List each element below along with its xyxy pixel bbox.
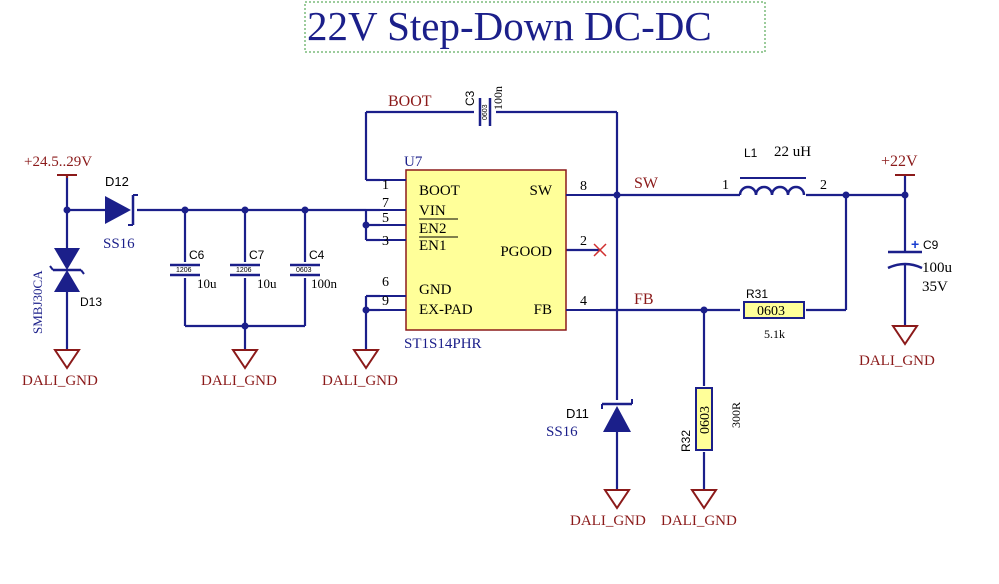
schematic-title: 22V Step-Down DC-DC <box>307 3 712 49</box>
svg-text:6: 6 <box>382 275 389 290</box>
svg-text:5.1k: 5.1k <box>764 327 785 341</box>
net-label-boot: BOOT <box>388 93 432 110</box>
svg-text:DALI_GND: DALI_GND <box>570 513 646 529</box>
gnd-symbol-4: DALI_GND <box>570 489 646 529</box>
svg-text:5: 5 <box>382 211 389 226</box>
net-label-fb: FB <box>634 291 654 308</box>
gnd-symbol-3: DALI_GND <box>322 349 398 389</box>
svg-text:100n: 100n <box>491 86 505 110</box>
svg-text:4: 4 <box>580 294 587 309</box>
svg-text:DALI_GND: DALI_GND <box>322 373 398 389</box>
capacitor-c9: + C9 100u 35V <box>887 236 953 295</box>
svg-text:EN1: EN1 <box>419 238 447 254</box>
svg-text:SMBJ30CA: SMBJ30CA <box>30 270 45 334</box>
svg-text:BOOT: BOOT <box>419 183 460 199</box>
svg-text:8: 8 <box>580 179 587 194</box>
ic-designator: U7 <box>404 154 423 170</box>
svg-text:DALI_GND: DALI_GND <box>201 373 277 389</box>
svg-text:C3: C3 <box>463 90 477 106</box>
svg-text:100n: 100n <box>311 276 338 291</box>
svg-text:1: 1 <box>382 178 389 193</box>
svg-text:EN2: EN2 <box>419 221 447 237</box>
capacitor-c6: C6 1206 10u <box>170 248 217 291</box>
gnd-symbol-5: DALI_GND <box>661 489 737 529</box>
svg-text:GND: GND <box>419 282 452 298</box>
svg-text:SS16: SS16 <box>546 424 578 440</box>
svg-text:7: 7 <box>382 196 389 211</box>
power-port-vin: +24.5..29V <box>24 154 92 178</box>
svg-text:DALI_GND: DALI_GND <box>22 373 98 389</box>
vin-label: +24.5..29V <box>24 154 92 170</box>
svg-text:R31: R31 <box>746 287 768 301</box>
svg-text:3: 3 <box>382 234 389 249</box>
title-box <box>304 1 766 53</box>
ic-u7: U7 ST1S14PHR 1 7 5 3 6 9 8 2 4 BOOT VIN … <box>366 154 607 352</box>
svg-text:2: 2 <box>820 178 827 193</box>
svg-text:DALI_GND: DALI_GND <box>859 353 935 369</box>
capacitor-c3: C3 0603 100n <box>463 86 505 126</box>
gnd-symbol-1: DALI_GND <box>22 349 98 389</box>
diode-d12: D12 SS16 <box>103 174 138 252</box>
svg-text:2: 2 <box>580 234 587 249</box>
svg-text:9: 9 <box>382 294 389 309</box>
power-port-vout: +22V <box>881 153 918 176</box>
junctions <box>63 191 909 330</box>
svg-text:10u: 10u <box>197 276 217 291</box>
vout-label: +22V <box>881 153 918 170</box>
svg-text:L1: L1 <box>744 146 758 160</box>
svg-text:35V: 35V <box>922 279 948 295</box>
svg-text:0603: 0603 <box>698 406 713 434</box>
svg-text:C6: C6 <box>189 248 205 262</box>
tvs-d13: D13 SMBJ30CA <box>30 248 102 334</box>
svg-text:1: 1 <box>722 178 729 193</box>
capacitor-c4: C4 0603 100n <box>290 248 338 291</box>
svg-text:1206: 1206 <box>176 267 192 274</box>
resistor-r32: R32 0603 300R <box>679 387 743 452</box>
svg-text:SS16: SS16 <box>103 236 135 252</box>
svg-text:100u: 100u <box>922 260 953 276</box>
svg-text:+: + <box>911 236 919 252</box>
svg-text:D11: D11 <box>566 406 589 421</box>
svg-text:D13: D13 <box>80 295 102 309</box>
svg-text:C9: C9 <box>923 238 939 252</box>
svg-text:FB: FB <box>534 302 552 318</box>
svg-text:0603: 0603 <box>482 104 489 120</box>
svg-text:10u: 10u <box>257 276 277 291</box>
net-label-sw: SW <box>634 175 659 192</box>
svg-text:22 uH: 22 uH <box>774 144 811 160</box>
svg-text:PGOOD: PGOOD <box>500 244 552 260</box>
svg-text:SW: SW <box>530 183 553 199</box>
svg-text:300R: 300R <box>729 402 743 428</box>
gnd-symbol-6: DALI_GND <box>859 325 935 369</box>
ic-part: ST1S14PHR <box>404 336 482 352</box>
svg-text:0603: 0603 <box>296 267 312 274</box>
svg-text:C7: C7 <box>249 248 265 262</box>
svg-text:C4: C4 <box>309 248 325 262</box>
inductor-l1: L1 22 uH 1 2 <box>722 144 827 196</box>
svg-text:R32: R32 <box>679 430 693 452</box>
svg-text:VIN: VIN <box>419 203 446 219</box>
svg-text:EX-PAD: EX-PAD <box>419 302 473 318</box>
resistor-r31: R31 0603 5.1k <box>743 287 805 341</box>
svg-text:0603: 0603 <box>757 304 785 319</box>
svg-text:1206: 1206 <box>236 267 252 274</box>
capacitor-c7: C7 1206 10u <box>230 248 277 291</box>
svg-text:D12: D12 <box>105 174 129 189</box>
svg-text:DALI_GND: DALI_GND <box>661 513 737 529</box>
diode-d11: D11 SS16 <box>546 399 633 440</box>
gnd-symbol-2: DALI_GND <box>201 349 277 389</box>
